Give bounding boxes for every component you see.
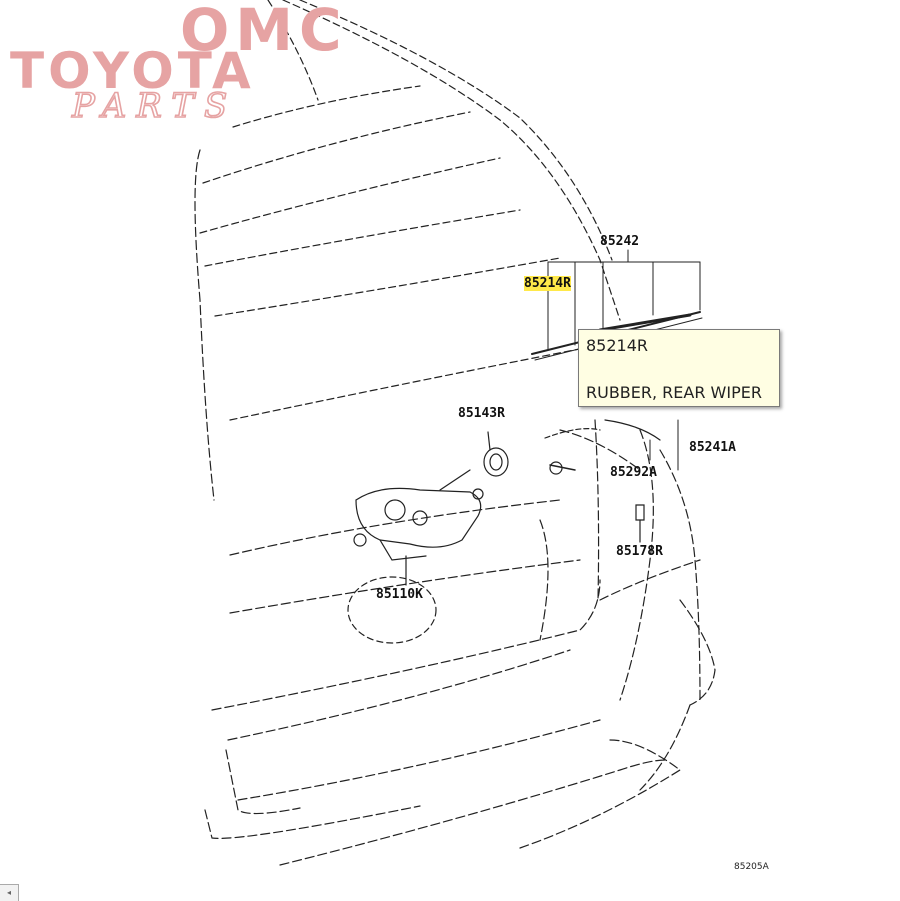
part-label-85242[interactable]: 85242: [600, 234, 640, 249]
part-label-85292A[interactable]: 85292A: [610, 465, 657, 480]
part-label-85110K[interactable]: 85110K: [376, 587, 423, 602]
wiper-motor: [353, 469, 484, 586]
part-label-85241A[interactable]: 85241A: [689, 440, 736, 455]
part-label-85214R[interactable]: 85214R: [524, 276, 571, 291]
scroll-left-icon[interactable]: ◂: [0, 884, 19, 901]
nut-85178R: [635, 504, 645, 543]
figure-reference: 85205A: [734, 862, 769, 872]
wiper-arm: [544, 419, 661, 475]
leader-lines-lower: [649, 419, 679, 471]
part-label-85178R[interactable]: 85178R: [616, 544, 663, 559]
part-label-85143R[interactable]: 85143R: [458, 406, 505, 421]
watermark-omc: OMC: [180, 0, 348, 64]
tooltip-description: RUBBER, REAR WIPER: [586, 383, 762, 402]
rear-window-outline: [199, 0, 621, 421]
motor-cover-circle: [347, 576, 437, 644]
tooltip-part-number: 85214R: [586, 336, 649, 355]
watermark-toyota: TOYOTA: [10, 42, 255, 100]
grommet-85143R: [483, 431, 509, 477]
watermark-parts: PARTS: [71, 85, 238, 127]
tailgate-outline: [194, 149, 716, 866]
part-tooltip: 85214R RUBBER, REAR WIPER: [578, 329, 780, 407]
omc-toyota-parts-watermark: OMC TOYOTA PARTS: [10, 0, 410, 127]
